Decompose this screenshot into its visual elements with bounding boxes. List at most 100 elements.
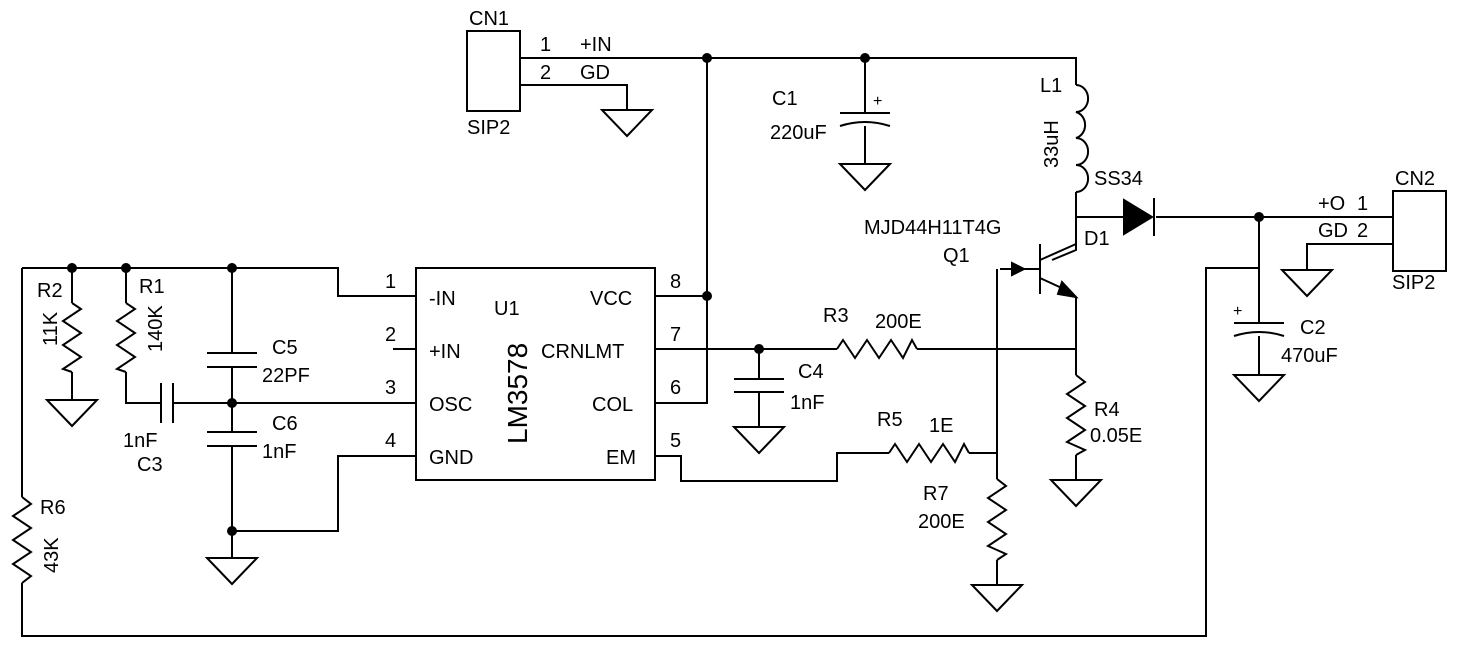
r5-value: 1E <box>929 415 953 437</box>
junction-dot <box>1254 212 1264 222</box>
ground-icon <box>731 426 787 455</box>
cn1-pin1-number: 1 <box>540 34 551 56</box>
cn2-package: SIP2 <box>1392 272 1435 294</box>
ic-pin2-name: +IN <box>429 341 461 363</box>
cn1-package: SIP2 <box>467 117 510 139</box>
resistor-r2: R2 11K <box>37 280 83 373</box>
ic-pin2-number: 2 <box>385 324 396 346</box>
diode-d1-triangle <box>1123 198 1154 236</box>
capacitor-c3: 1nF C3 <box>123 383 179 476</box>
ground-icon <box>1048 479 1104 508</box>
connector-cn1-body <box>466 30 521 112</box>
l1-ref: L1 <box>1040 75 1062 97</box>
cn2-pin2-number: 2 <box>1357 220 1368 242</box>
resistor-r7: R7 200E <box>918 478 1009 561</box>
junction-dot <box>702 291 712 301</box>
ground-icon <box>44 399 100 428</box>
c1-polarity: + <box>873 93 882 110</box>
r6-ref: R6 <box>40 497 66 519</box>
r1-ref: R1 <box>139 276 165 298</box>
resistor-r6: R6 43K <box>11 496 66 584</box>
connector-cn2: CN2 SIP2 +O 1 GD 2 <box>1318 168 1447 294</box>
resistor-r5: R5 1E <box>877 409 970 464</box>
cn2-pin1-number: 1 <box>1357 193 1368 215</box>
c2-value: 470uF <box>1281 345 1338 367</box>
capacitor-c6: C6 1nF <box>207 413 298 463</box>
capacitor-c4: C4 1nF <box>734 361 824 414</box>
r4-ref: R4 <box>1094 399 1120 421</box>
q1-part: MJD44H11T4G <box>864 217 1001 239</box>
ic-pin7-name: CRNLMT <box>541 341 624 363</box>
inductor-l1: L1 33uH <box>1040 75 1090 193</box>
cn1-ref: CN1 <box>469 8 509 30</box>
r7-ref: R7 <box>923 483 949 505</box>
ic-pin1-number: 1 <box>385 271 396 293</box>
ground-icon <box>204 557 260 586</box>
c1-ref: C1 <box>772 88 798 110</box>
resistor-r3: R3 200E <box>823 305 922 360</box>
c3-value: 1nF <box>123 430 157 452</box>
transistor-q1: MJD44H11T4G Q1 <box>864 217 1079 299</box>
capacitor-c5: C5 22PF <box>207 337 310 387</box>
resistor-r4: R4 0.05E <box>1064 374 1142 456</box>
c2-polarity: + <box>1233 303 1242 320</box>
q1-ref: Q1 <box>943 245 970 267</box>
cn2-ref: CN2 <box>1395 168 1435 190</box>
ground-icon <box>969 584 1025 613</box>
r4-value: 0.05E <box>1090 425 1142 447</box>
r2-value: 11K <box>40 311 62 346</box>
ground-symbols <box>44 109 1335 613</box>
ic-pin3-number: 3 <box>385 377 396 399</box>
d1-ref: D1 <box>1084 228 1110 250</box>
capacitor-c2: + C2 470uF <box>1233 303 1338 367</box>
c4-ref: C4 <box>798 361 824 383</box>
cn1-pin2-number: 2 <box>540 62 551 84</box>
ic-pin1-name: -IN <box>429 288 456 310</box>
cn2-pin2-name: GD <box>1318 220 1348 242</box>
junction-dot <box>860 53 870 63</box>
c1-value: 220uF <box>770 122 827 144</box>
junction-dot <box>227 263 237 273</box>
c4-value: 1nF <box>790 392 824 414</box>
ic-pin6-number: 6 <box>670 377 681 399</box>
ic-pin5-number: 5 <box>670 430 681 452</box>
ic-u1-ref: U1 <box>494 298 520 320</box>
c6-value: 1nF <box>262 441 296 463</box>
ic-pin4-number: 4 <box>385 430 396 452</box>
r7-value: 200E <box>918 511 965 533</box>
c2-ref: C2 <box>1300 317 1326 339</box>
junctions <box>67 53 1264 536</box>
c6-ref: C6 <box>272 413 298 435</box>
ic-pin8-number: 8 <box>670 271 681 293</box>
r3-ref: R3 <box>823 305 849 327</box>
r3-value: 200E <box>875 311 922 333</box>
ground-icon <box>599 109 655 138</box>
ic-pin6-name: COL <box>592 394 633 416</box>
connector-cn1: CN1 SIP2 1 +IN 2 GD <box>466 8 612 139</box>
diode-d1: SS34 D1 <box>1084 168 1155 250</box>
ground-icon <box>1231 374 1287 403</box>
ic-pin7-number: 7 <box>670 324 681 346</box>
cn2-pin1-name: +O <box>1318 193 1345 215</box>
l1-value: 33uH <box>1041 120 1063 168</box>
c5-ref: C5 <box>272 337 298 359</box>
junction-dot <box>754 344 764 354</box>
connector-cn2-body <box>1392 190 1447 272</box>
d1-part: SS34 <box>1094 168 1143 190</box>
junction-dot <box>67 263 77 273</box>
r1-value: 140K <box>145 305 167 352</box>
resistor-r1: R1 140K <box>114 276 167 373</box>
ground-icon <box>837 163 893 192</box>
capacitor-c1: + C1 220uF <box>770 88 891 144</box>
r5-ref: R5 <box>877 409 903 431</box>
ic-pin4-name: GND <box>429 447 473 469</box>
r6-value: 43K <box>41 537 63 573</box>
ic-pin5-name: EM <box>606 447 636 469</box>
ic-pin3-name: OSC <box>429 394 472 416</box>
c5-value: 22PF <box>262 365 310 387</box>
junction-dot <box>227 526 237 536</box>
wires <box>21 57 1393 637</box>
ic-u1-body <box>415 267 656 481</box>
cn1-pin2-name: GD <box>580 62 610 84</box>
